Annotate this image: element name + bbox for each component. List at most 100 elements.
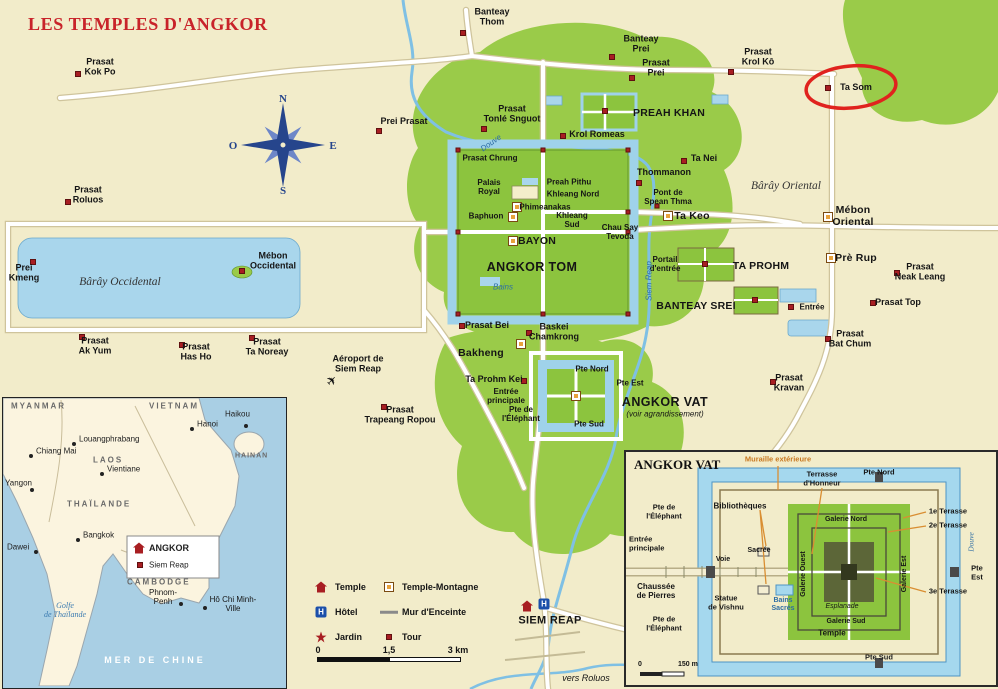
city-dot [203,606,207,610]
scale-tick-mid: 1,5 [382,644,396,655]
legend-tower-label: Tour [402,631,422,642]
label-thommanon: Thommanon [637,166,691,177]
tower-marker [870,300,876,306]
label-terrasse-honneur: Terrasse d'Honneur [803,469,841,487]
label-baskei-chamkrong: Baskei Chamkrong [528,321,580,342]
tower-marker [179,342,185,348]
tower-marker [894,270,900,276]
tower-marker [239,268,245,274]
label-mebon-oriental: Mébon Oriental [832,203,874,228]
label-vat-temple: Temple [818,628,846,638]
label-vat-entree-principale: Entrée principale [629,534,665,552]
inset-angkor-vat: ANGKOR VAT Muraille extérieure Terrasse … [624,450,998,687]
label-banteay-thom: Banteay Thom [474,6,510,27]
city-dot [29,454,33,458]
label-pte-est: Pte Est [616,378,644,388]
angkor-thom-enclosure [447,139,639,325]
label-ta-keo: Ta Keo [674,209,710,222]
water-bodies [17,94,833,337]
angkor-temple-icon [133,542,145,554]
label-voie: Voie [715,555,731,563]
label-baray-occidental: Bârây Occidental [79,276,161,288]
label-palais-royal: Palais Royal [477,177,501,196]
label-mer-de-chine: MER DE CHINE [104,655,206,665]
label-siem-reap-town: SIEM REAP [518,614,582,627]
label-vat-pte-est: Pte Est [971,563,983,581]
legend-temple-label: Temple [335,581,366,592]
siem-reap-marker [137,562,143,568]
label-vat-pte-sud: Pte Sud [865,652,893,662]
vat-scale-0: 0 [638,660,642,668]
label-baphuon: Baphuon [468,211,504,221]
label-entree: Entrée [799,302,825,312]
gate-marker [625,229,631,235]
temple-mountain-icon [516,339,526,349]
label-galerie-ouest: Galerie Ouest [799,551,807,597]
scale-segment-2 [389,657,461,662]
tower-marker [381,404,387,410]
label-laos: LAOS [93,455,124,465]
tower-marker [30,259,36,265]
compass-rose-icon [241,103,325,187]
label-terasse-3: 3e Terasse [928,586,968,596]
tower-marker [728,69,734,75]
label-vers-roluos: vers Roluos [562,672,610,683]
label-prasat-trapeang-ropou: Prasat Trapeang Ropou [364,404,436,425]
compass-north-label: N [279,93,287,105]
legend-temple-montagne-icon [384,582,394,592]
label-prasat-kok-po: Prasat Kok Po [84,56,116,77]
label-terasse-2: 2e Terasse [928,520,968,530]
label-sacree: Sacrée [747,546,771,554]
tower-marker [460,30,466,36]
label-pte-sud: Pte Sud [574,419,604,429]
scale-tick-0: 0 [315,644,321,655]
town-streets [504,631,586,661]
city-dot [244,424,248,428]
label-angkor: ANGKOR [149,543,189,553]
tower-marker [681,158,687,164]
temple-mountain-icon [663,211,673,221]
inset-vat-title: ANGKOR VAT [634,457,721,472]
gate-marker [625,147,631,153]
label-chau-say-tevoda: Chau Say Tevoda [601,222,639,241]
tower-marker [65,199,71,205]
label-bains: Bains [492,282,514,292]
label-preah-khan: PREAH KHAN [632,106,706,119]
scale-segment-1 [317,657,389,662]
compass-east-label: E [329,140,337,152]
label-golfe-thailande: Golfe de Thaïlande [44,601,86,619]
preah-khan-enclosure [580,92,638,132]
tower-marker [654,203,660,209]
leader-lines [759,466,927,593]
city-dot [30,488,34,492]
label-bakheng: Bakheng [458,346,504,359]
label-pont-spean-thma: Pont de Spean Thma [644,187,692,206]
vat-scale-150: 150 m [678,660,698,668]
label-dawei: Dawei [7,542,30,552]
label-prasat-bei: Prasat Bei [464,319,510,330]
label-pte-nord: Pte Nord [575,364,609,374]
inset-asia: MYANMAR VIETNAM LAOS THAÏLANDE CAMBODGE … [2,397,287,689]
legend-garden-label: Jardin [335,631,363,642]
temple-mountain-icon [823,212,833,222]
legend-garden-icon [315,631,327,643]
siem-reap-river [401,0,656,689]
label-angkor-tom: ANGKOR TOM [486,259,578,274]
city-dot [76,538,80,542]
label-prasat-neak-leang: Prasat Neak Leang [894,261,946,282]
temple-mountain-icon [508,212,518,222]
gate-marker [540,147,546,153]
city-dot [34,550,38,554]
asia-base [2,397,284,687]
label-entree-principale: Entrée principale [487,386,525,405]
label-chaussee: Chaussée de Pierres [636,581,676,600]
label-preah-pithu: Preah Pithu [546,177,592,187]
legend-tower-icon [386,634,392,640]
highlight-ellipse [804,63,898,111]
tower-marker [481,126,487,132]
label-terasse-1: 1e Terasse [928,506,968,516]
temple-mountain-icon [571,391,581,401]
tower-marker [249,335,255,341]
tower-marker [602,108,608,114]
